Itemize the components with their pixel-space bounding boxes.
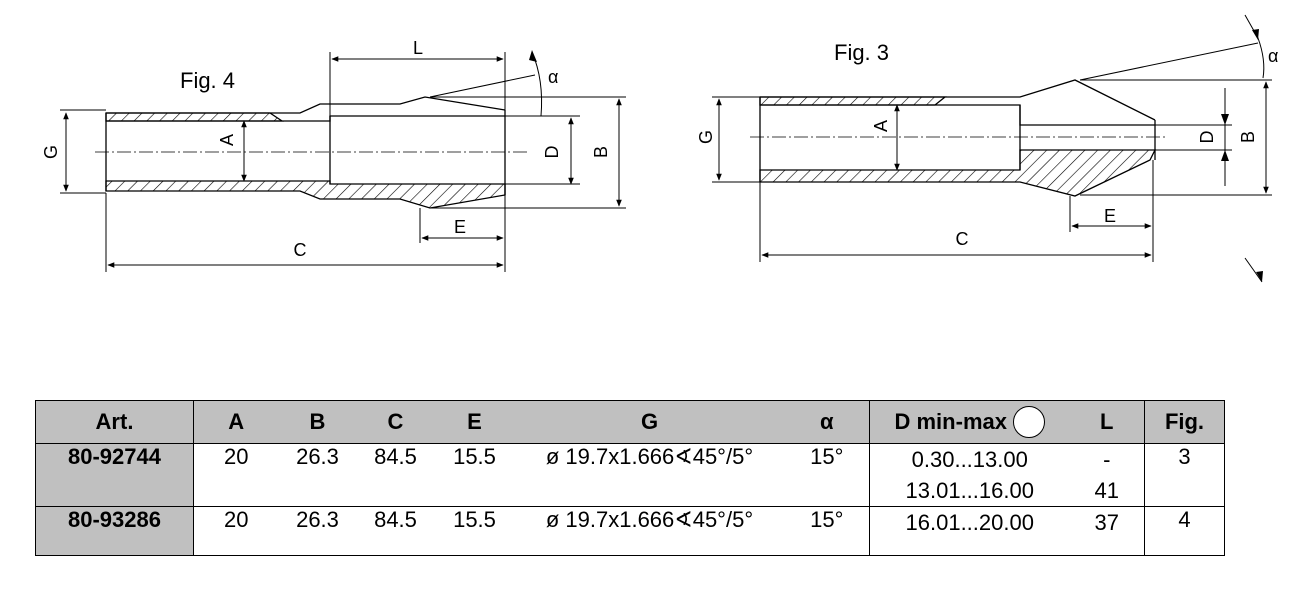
cell-c: 84.5 (356, 443, 435, 507)
figure-3: Fig. 3 G A D B (696, 14, 1278, 283)
fig3-dim-a: A (871, 120, 891, 132)
specification-table: Art. A B C E G α D min-max L Fig. 80-927… (35, 400, 1225, 556)
fig3-dim-e: E (1104, 206, 1116, 226)
cell-l-line: 41 (1094, 478, 1119, 503)
figure-4: Fig. 4 G A D B L (41, 38, 626, 272)
header-a: A (193, 400, 279, 444)
cell-g: ø 19.7x1.666∢45°/5° (514, 506, 785, 556)
fig4-dim-e: E (454, 217, 466, 237)
fig4-dim-l: L (413, 38, 423, 58)
header-b: B (278, 400, 357, 444)
cell-fig: 3 (1144, 443, 1225, 507)
fig4-dim-a: A (217, 134, 237, 146)
fig3-dim-d: D (1197, 131, 1217, 144)
cell-art: 80-92744 (35, 443, 194, 507)
fig3-caption: Fig. 3 (834, 40, 889, 65)
cell-a: 20 (193, 506, 279, 556)
cell-l-line: 37 (1094, 510, 1119, 535)
cell-l-line: - (1103, 447, 1111, 472)
cell-alpha: 15° (784, 506, 870, 556)
circle-icon (1012, 406, 1045, 438)
table-header-row: Art. A B C E G α D min-max L Fig. (35, 400, 1225, 444)
fig3-dim-b: B (1238, 131, 1258, 143)
header-alpha: α (784, 400, 870, 444)
header-fig: Fig. (1144, 400, 1225, 444)
fig3-dim-alpha: α (1268, 46, 1278, 66)
header-g: G (514, 400, 785, 444)
fig3-bottom-wall (759, 149, 1157, 197)
fig4-dim-alpha: α (548, 67, 558, 87)
header-e: E (434, 400, 515, 444)
cell-fig: 4 (1144, 506, 1225, 556)
table-row: 80-93286 20 26.3 84.5 15.5 ø 19.7x1.666∢… (35, 506, 1225, 556)
cell-art: 80-93286 (35, 506, 194, 556)
fig4-dim-c: C (294, 240, 307, 260)
header-l: L (1069, 400, 1145, 444)
cell-d-line: 0.30...13.00 (911, 447, 1028, 472)
cell-c: 84.5 (356, 506, 435, 556)
header-d-label: D min-max (894, 409, 1007, 434)
cell-alpha: 15° (784, 443, 870, 507)
fig4-dim-b: B (591, 146, 611, 158)
fig3-dim-c: C (956, 229, 969, 249)
cell-d-line: 16.01...20.00 (905, 510, 1034, 535)
cell-g: ø 19.7x1.666∢45°/5° (514, 443, 785, 507)
cell-d: 0.30...13.00 13.01...16.00 (869, 443, 1070, 507)
fig3-dim-g: G (696, 130, 716, 144)
fig3-top-wall (759, 96, 947, 106)
table-row: 80-92744 20 26.3 84.5 15.5 ø 19.7x1.666∢… (35, 443, 1225, 507)
cell-l: - 41 (1069, 443, 1145, 507)
fig4-dim-d: D (542, 146, 562, 159)
cell-e: 15.5 (434, 443, 515, 507)
cell-a: 20 (193, 443, 279, 507)
header-d: D min-max (869, 400, 1070, 444)
header-art: Art. (35, 400, 194, 444)
fig4-dim-g: G (41, 145, 61, 159)
cell-e: 15.5 (434, 506, 515, 556)
cell-b: 26.3 (278, 443, 357, 507)
fig4-bottom-wall (105, 180, 506, 209)
header-c: C (356, 400, 435, 444)
technical-drawing: Fig. 4 G A D B L (41, 14, 1278, 283)
fig4-top-wall (105, 112, 285, 122)
cell-d-line: 13.01...16.00 (905, 478, 1034, 503)
cell-b: 26.3 (278, 506, 357, 556)
cell-l: 37 (1069, 506, 1145, 556)
cell-d: 16.01...20.00 (869, 506, 1070, 556)
fig4-caption: Fig. 4 (180, 68, 235, 93)
